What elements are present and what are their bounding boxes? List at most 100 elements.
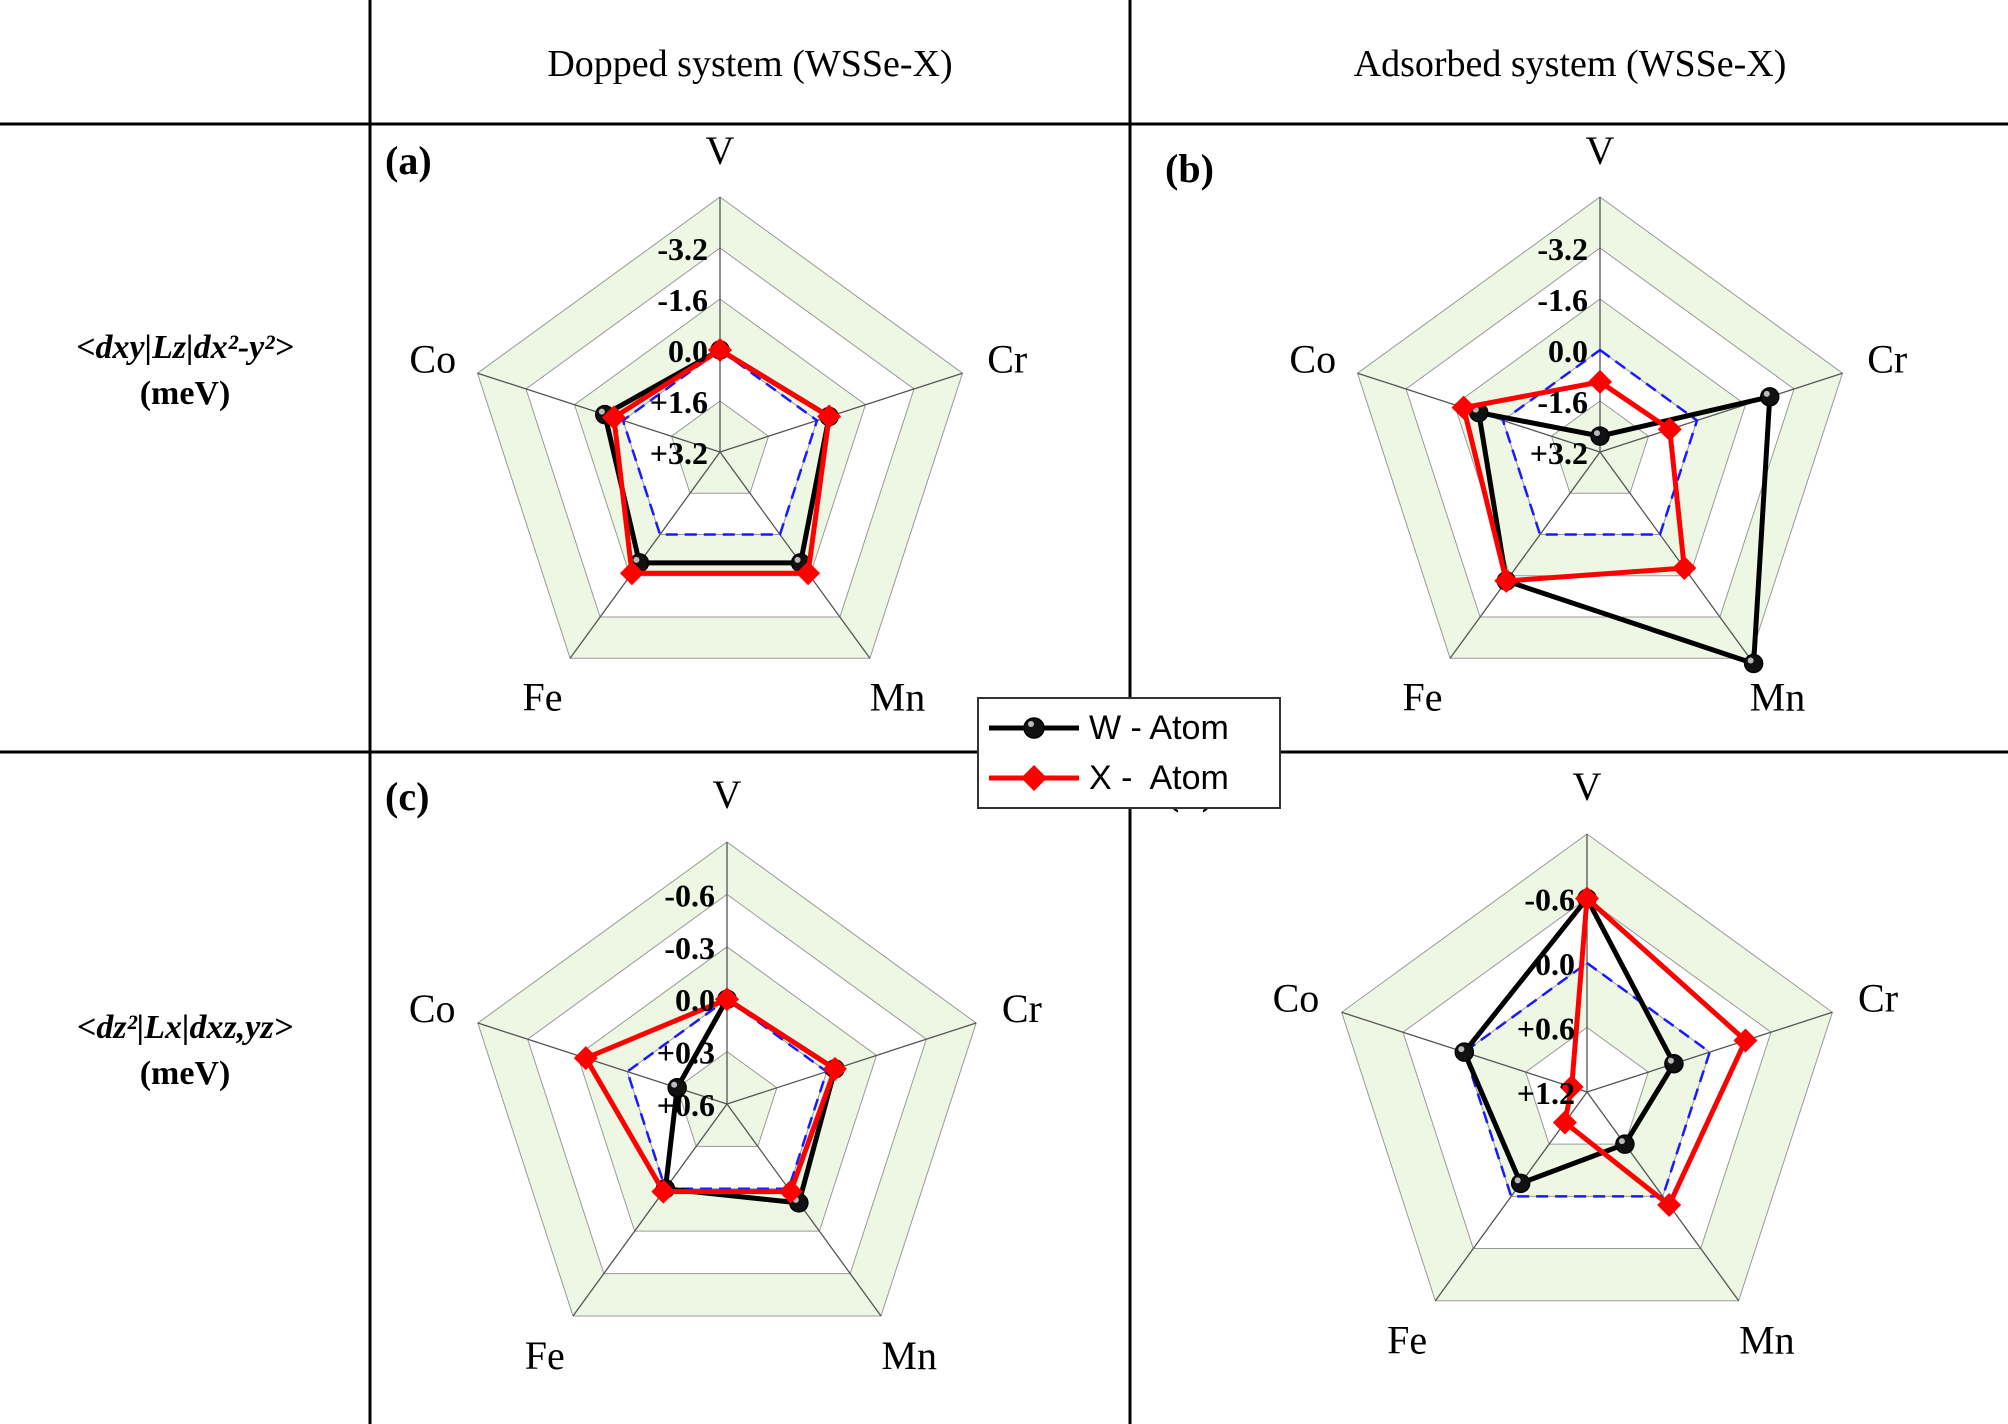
data-point-x-atom-mn — [796, 561, 821, 586]
axis-label-mn: Mn — [881, 1333, 937, 1378]
row-label-2: <dz²|Lx|dxz,yz> (meV) — [5, 1005, 365, 1097]
tick-label: 0.0 — [675, 982, 715, 1018]
data-point-w-atom-mn-highlight — [1618, 1138, 1625, 1145]
data-point-x-atom-v — [1588, 369, 1612, 394]
series-line-x-atom — [1461, 379, 1687, 584]
data-point-x-atom-mn — [778, 1179, 803, 1204]
data-point-w-atom-cr-highlight — [1763, 390, 1770, 397]
reference-ring — [1501, 348, 1699, 536]
data-point-x-atom-v — [708, 338, 732, 362]
reference-ring — [1462, 961, 1712, 1198]
data-point-w-atom-mn-highlight — [794, 556, 801, 563]
data-point-w-atom-co-highlight — [598, 408, 605, 415]
legend-w-atom-swatch — [989, 717, 1079, 739]
data-point-w-atom-cr — [1664, 1054, 1684, 1074]
tick-label: -0.6 — [1524, 882, 1575, 918]
axis-label-co: Co — [409, 986, 456, 1031]
series-line-w-atom — [1476, 394, 1773, 666]
axis-label-co: Co — [1289, 337, 1336, 382]
row-label-1-unit: (meV) — [139, 374, 231, 412]
tick-label: -0.3 — [664, 930, 715, 966]
tick-label: +3.2 — [650, 435, 708, 471]
panel-label: (c) — [385, 774, 429, 819]
reference-ring — [625, 997, 829, 1191]
legend-entry-w-atom: W - Atom — [979, 703, 1279, 753]
data-point-w-atom-co-highlight — [1458, 1046, 1465, 1053]
data-point-w-atom-fe — [1510, 1173, 1531, 1194]
data-point-x-atom-co — [601, 405, 626, 430]
panel-label: (b) — [1165, 146, 1214, 191]
tick-label: +3.2 — [1530, 435, 1588, 471]
data-point-w-atom-co — [1454, 1042, 1475, 1062]
reference-ring — [621, 348, 819, 536]
axis-label-mn: Mn — [1750, 674, 1806, 719]
tick-label: -3.2 — [1537, 231, 1588, 267]
data-point-x-atom-cr — [1733, 1028, 1758, 1053]
axis-spoke-fe — [572, 1103, 728, 1317]
series-line-x-atom — [1562, 896, 1748, 1208]
legend-x-atom-label: X - Atom — [1089, 759, 1229, 797]
data-point-x-atom-fe — [651, 1179, 676, 1204]
row-label-1-expression: <dxy|Lz|dx²-y²> — [76, 329, 294, 366]
tick-label: +0.6 — [657, 1087, 715, 1123]
row-label-1: <dxy|Lz|dx²-y²> (meV) — [5, 325, 365, 417]
tick-label: -0.6 — [664, 877, 715, 913]
axis-label-co: Co — [1273, 975, 1320, 1020]
tick-label: +1.2 — [1517, 1075, 1575, 1111]
data-point-w-atom-cr — [1760, 387, 1780, 407]
axis-spoke-cr — [1599, 372, 1843, 453]
axis-label-v: V — [1573, 764, 1602, 809]
series-line-x-atom — [611, 347, 832, 576]
axis-spoke-cr — [719, 372, 963, 453]
data-point-x-atom-cr — [817, 404, 842, 429]
axis-label-fe: Fe — [522, 674, 562, 719]
data-point-w-atom-v-highlight — [1594, 430, 1600, 437]
data-point-x-atom-co — [1451, 395, 1476, 420]
axis-label-fe: Fe — [1402, 674, 1442, 719]
legend-w-atom-label: W - Atom — [1089, 709, 1229, 747]
tick-label: 0.0 — [1548, 333, 1588, 369]
axis-label-cr: Cr — [1002, 986, 1042, 1031]
axis-label-cr: Cr — [987, 337, 1027, 382]
tick-label: -1.6 — [657, 282, 708, 318]
data-point-x-atom-v — [1575, 886, 1599, 911]
data-point-w-atom-v — [1590, 426, 1610, 446]
panel-label: (a) — [385, 138, 432, 183]
axis-label-cr: Cr — [1858, 975, 1898, 1020]
axis-label-mn: Mn — [870, 674, 926, 719]
data-point-x-atom-cr — [1657, 417, 1682, 442]
legend-x-atom-swatch — [989, 765, 1079, 791]
data-point-w-atom-mn-highlight — [1747, 657, 1754, 664]
data-point-x-atom-cr — [822, 1056, 847, 1081]
tick-label: -1.6 — [1537, 282, 1588, 318]
tick-label: +0.3 — [657, 1035, 715, 1071]
axis-spoke-cr — [1586, 1011, 1833, 1093]
tick-label: -3.2 — [657, 231, 708, 267]
data-point-w-atom-mn — [1743, 653, 1764, 674]
axis-label-fe: Fe — [1387, 1318, 1427, 1363]
data-point-x-atom-fe — [619, 561, 644, 586]
tick-label: 0.0 — [668, 333, 708, 369]
tick-label: -1.6 — [1537, 384, 1588, 420]
axis-spoke-mn — [1599, 451, 1751, 659]
axis-label-v: V — [713, 772, 742, 817]
data-point-w-atom-co-highlight — [671, 1081, 678, 1088]
axis-spoke-fe — [1449, 451, 1601, 659]
series-line-x-atom — [583, 996, 838, 1195]
axis-label-mn: Mn — [1739, 1318, 1795, 1363]
axis-spoke-mn — [1586, 1091, 1740, 1302]
data-point-x-atom-fe — [1552, 1110, 1577, 1135]
axis-label-cr: Cr — [1867, 337, 1907, 382]
row-label-2-expression: <dz²|Lx|dxz,yz> — [77, 1009, 293, 1046]
data-point-w-atom-cr-highlight — [1667, 1057, 1674, 1064]
data-point-x-atom-co — [573, 1046, 598, 1071]
legend: W - Atom X - Atom — [977, 697, 1281, 809]
axis-spoke-cr — [726, 1022, 977, 1105]
legend-entry-x-atom: X - Atom — [979, 753, 1279, 803]
tick-label: +0.6 — [1517, 1011, 1575, 1047]
data-point-w-atom-fe-highlight — [1514, 1177, 1521, 1184]
series-line-w-atom — [1461, 896, 1677, 1186]
